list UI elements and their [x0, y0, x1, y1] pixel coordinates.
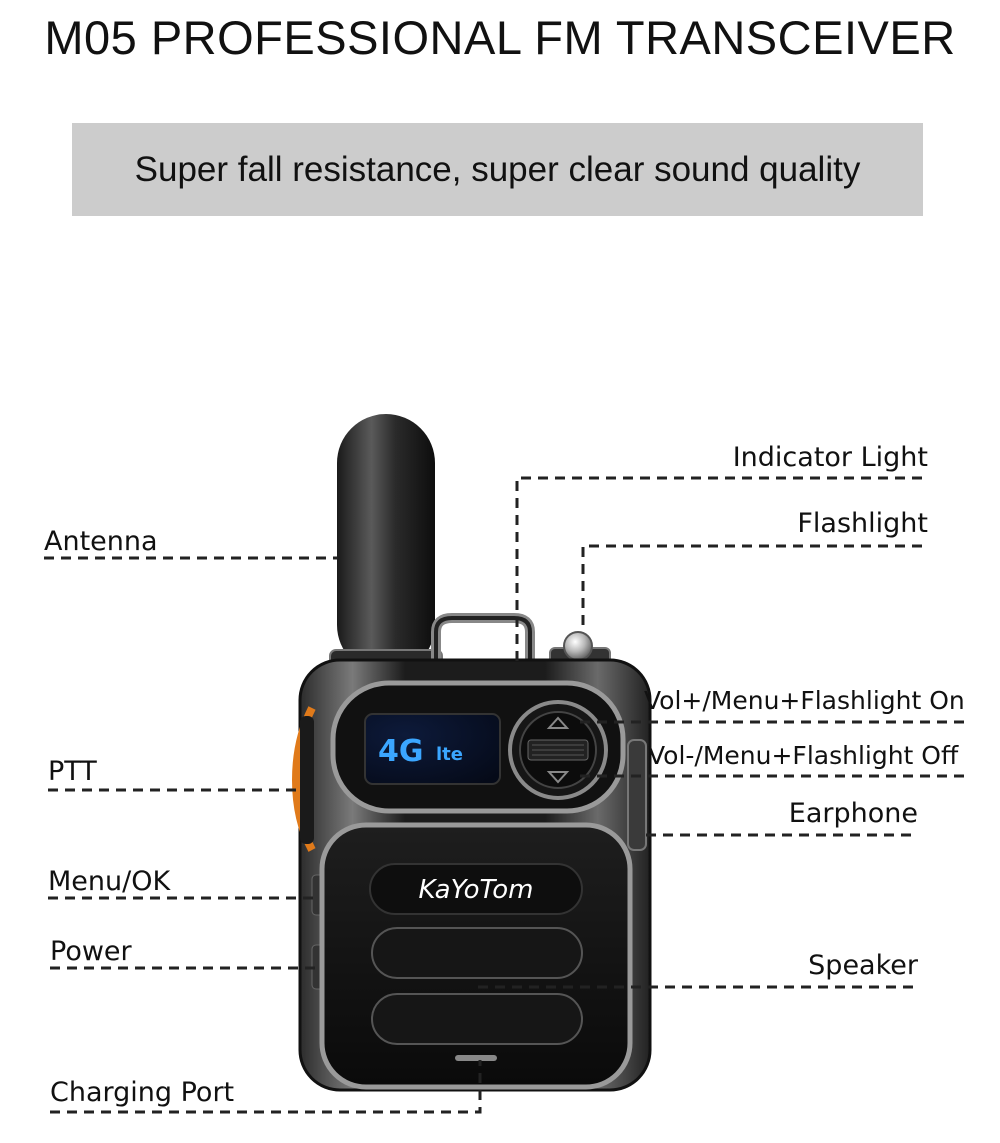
- label-power: Power: [50, 936, 132, 967]
- indicator-light-leader: [515, 476, 922, 668]
- label-menu-ok: Menu/OK: [48, 866, 171, 897]
- label-ptt: PTT: [48, 756, 97, 787]
- lcd-screen: [364, 713, 501, 785]
- label-speaker: Speaker: [808, 950, 918, 981]
- screen-4g-text: 4G: [378, 734, 424, 769]
- label-antenna: Antenna: [44, 526, 158, 557]
- flashlight-leader: [581, 544, 922, 632]
- vol-up-arrow-icon: [546, 716, 570, 729]
- callout-lines: [44, 476, 970, 1114]
- display-panel: 4G lte: [330, 680, 626, 814]
- label-vol-down: Vol-/Menu+Flashlight Off: [648, 741, 959, 770]
- subtitle-text: Super fall resistance, super clear sound…: [134, 149, 861, 189]
- speaker-grille-top: [371, 927, 583, 979]
- speaker-grille-bottom: [371, 993, 583, 1045]
- label-vol-up: Vol+/Menu+Flashlight On: [644, 686, 965, 715]
- front-panel: KaYoTom: [319, 822, 633, 1090]
- label-earphone: Earphone: [788, 798, 918, 829]
- label-indicator-light: Indicator Light: [732, 442, 928, 473]
- screen-lte-text: lte: [436, 744, 463, 765]
- earphone-cover: [627, 739, 647, 851]
- page-title: M05 PROFESSIONAL FM TRANSCEIVER: [44, 11, 956, 64]
- charging-port-leader: [50, 1060, 482, 1114]
- antenna: [329, 414, 443, 674]
- charging-port-slot: [455, 1055, 497, 1061]
- brand-plate: [369, 863, 583, 915]
- vol-down-arrow-icon: [546, 771, 570, 784]
- subtitle-banner: Super fall resistance, super clear sound…: [72, 123, 923, 216]
- label-flashlight: Flashlight: [797, 508, 928, 539]
- label-charging-port: Charging Port: [50, 1077, 235, 1108]
- lanyard-loop: [431, 613, 535, 680]
- brand-logo: KaYoTom: [419, 875, 534, 905]
